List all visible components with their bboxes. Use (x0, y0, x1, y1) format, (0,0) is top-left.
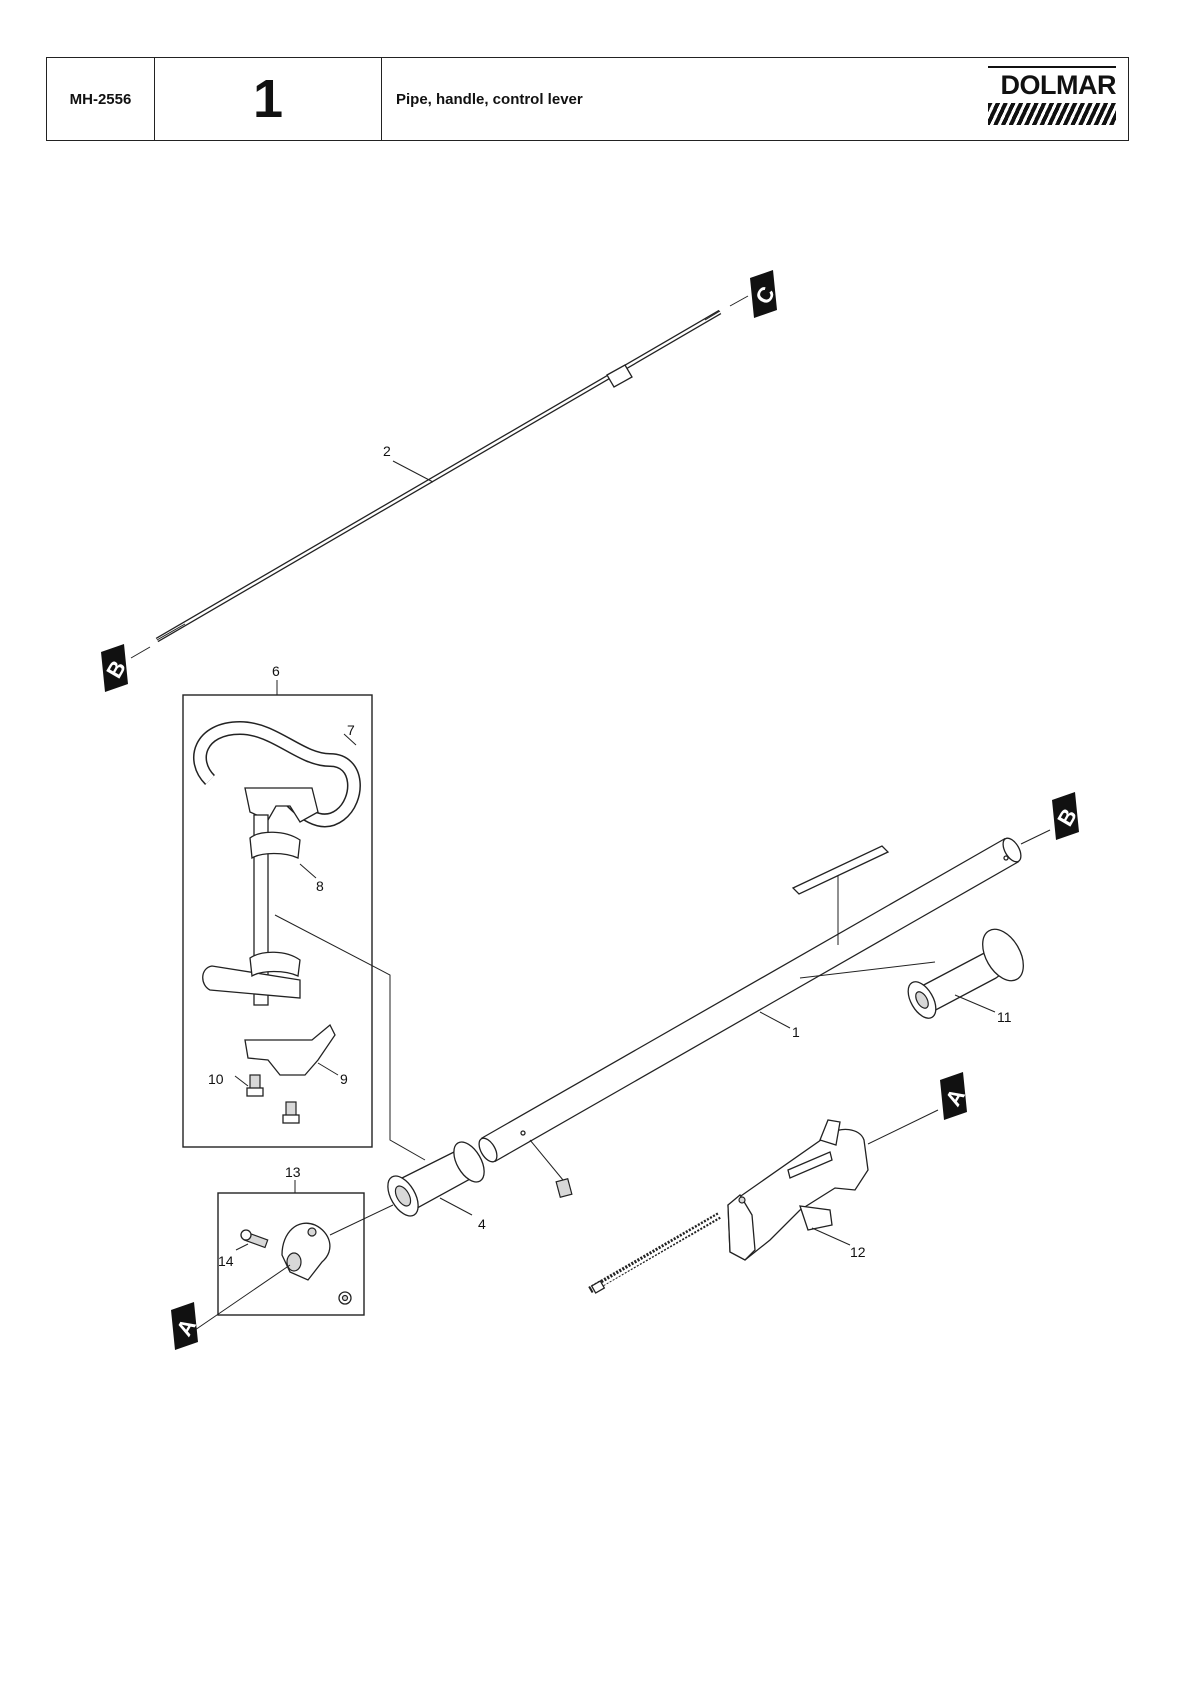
sleeve-part (387, 1141, 485, 1217)
header-table: MH-2556 1 Pipe, handle, control lever DO… (46, 57, 1129, 141)
marker-b-right: B (1052, 792, 1082, 840)
callout-7: 7 (347, 722, 355, 738)
brand-logo: DOLMAR (988, 66, 1117, 130)
page-title: Pipe, handle, control lever (396, 90, 583, 108)
group-number: 1 (155, 58, 382, 140)
callout-6: 6 (272, 663, 280, 679)
leader-b-left (130, 646, 151, 659)
marker-b-left: B (101, 644, 131, 692)
control-lever-part (588, 1119, 869, 1294)
callout-2: 2 (383, 443, 391, 459)
label-strip-part (791, 845, 890, 895)
screw-connector (529, 1139, 564, 1181)
main-tube-part (478, 837, 1022, 1163)
brand-stripes (988, 103, 1116, 125)
marker-a-left: A (171, 1302, 201, 1350)
tube-screw-part (555, 1177, 573, 1199)
callout-8: 8 (316, 878, 324, 894)
callout-12: 12 (850, 1244, 866, 1260)
loop-handle-part (193, 720, 361, 1124)
drive-shaft-part (155, 309, 722, 643)
callout-9: 9 (340, 1071, 348, 1087)
callout-14: 14 (218, 1253, 234, 1269)
callout-1: 1 (792, 1024, 800, 1040)
leader-11 (954, 994, 996, 1013)
clamp-part (240, 1222, 352, 1305)
leader-9 (317, 1062, 339, 1076)
leader-b-right (1020, 829, 1051, 845)
grip-connector (799, 961, 936, 979)
model-number: MH-2556 (47, 58, 155, 140)
clamp-assembly-box (217, 1192, 365, 1316)
leader-a-right (867, 1109, 939, 1145)
leader-7 (343, 733, 357, 746)
marker-a-right: A (940, 1072, 970, 1120)
brand-name: DOLMAR (988, 66, 1117, 99)
leader-a-left (194, 1264, 291, 1331)
callout-4: 4 (478, 1216, 486, 1232)
leader-12 (811, 1227, 851, 1246)
clamp-connector (329, 1204, 394, 1236)
leader-1 (759, 1011, 791, 1029)
callout-10: 10 (208, 1071, 224, 1087)
marker-c: C (750, 270, 780, 318)
callout-13: 13 (285, 1164, 301, 1180)
leader-14 (235, 1243, 249, 1251)
leader-2 (392, 460, 434, 483)
leader-8 (299, 863, 317, 879)
handle-connector-line (274, 914, 426, 1161)
grip-part (907, 928, 1024, 1019)
leader-c (729, 295, 749, 307)
leader-10 (234, 1075, 249, 1087)
callout-11: 11 (997, 1009, 1012, 1025)
leader-4 (439, 1197, 473, 1216)
